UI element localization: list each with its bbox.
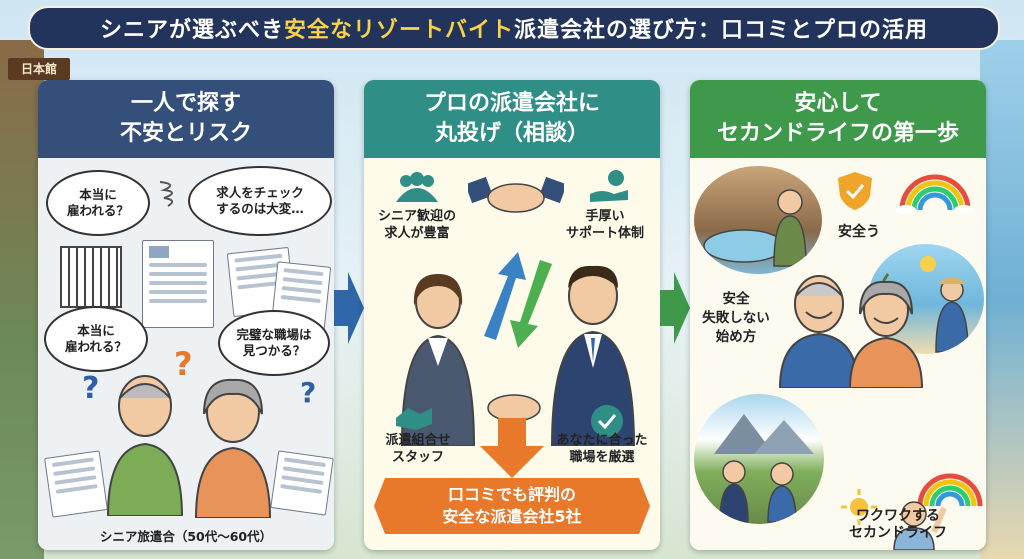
label-support-line1: 手厚い bbox=[585, 209, 625, 224]
worry-bubble-4-line1: 完璧な職場は bbox=[236, 327, 312, 342]
handshake-small-icon bbox=[396, 408, 432, 430]
arrow-right-icon bbox=[334, 272, 364, 344]
onsen-worker bbox=[703, 189, 807, 267]
senior-man-happy bbox=[778, 275, 860, 388]
building-sign: 日本館 bbox=[8, 58, 70, 80]
panel3-heading-line2: セカンドライフの第一歩 bbox=[716, 121, 959, 146]
background-right-beach bbox=[980, 40, 1024, 559]
panel1-caption: シニア旅遣合（50代〜60代） bbox=[99, 529, 273, 544]
label-start-line2: 失敗しない bbox=[702, 310, 770, 326]
title-part2: 派遣会社の選び方：口コミとプロの活用 bbox=[514, 18, 929, 43]
worry-bubble-4: 完璧な職場は 見つかる？ bbox=[218, 310, 330, 376]
label-match-line2: 職場を厳選 bbox=[569, 450, 635, 465]
panel1-heading-line1: 一人で探す bbox=[130, 91, 241, 116]
label-safe: 安全う bbox=[838, 224, 880, 240]
lodge-workers bbox=[714, 414, 814, 523]
label-exciting-line1: ワクワクする bbox=[856, 508, 940, 524]
question-mark-icon: ? bbox=[82, 371, 100, 406]
panel-second-life: 安心して セカンドライフの第一歩 安全う bbox=[690, 80, 986, 550]
cycle-arrows-icon bbox=[484, 252, 552, 348]
label-exciting-line2: セカンドライフ bbox=[849, 525, 947, 541]
panel3-body: 安全う 安全 失敗しない 始め方 bbox=[690, 158, 986, 550]
shield-check-icon bbox=[838, 172, 872, 210]
scribble-icon bbox=[159, 181, 174, 207]
rainbow-icon bbox=[917, 473, 983, 507]
panel3-heading-line1: 安心して bbox=[794, 91, 882, 116]
group-people-icon bbox=[396, 172, 438, 202]
background-left-building bbox=[0, 40, 44, 559]
label-senior-jobs: シニア歓迎の 求人が豊富 bbox=[370, 208, 464, 242]
worry-bubble-1: 本当に 雇われる？ bbox=[46, 170, 150, 236]
label-start-line3: 始め方 bbox=[715, 329, 757, 345]
senior-man-worried bbox=[106, 375, 184, 516]
maze-icon bbox=[60, 246, 122, 308]
handshake-icon bbox=[468, 176, 564, 213]
label-support: 手厚い サポート体制 bbox=[550, 208, 660, 242]
banner-line2: 安全な派遣会社5社 bbox=[442, 507, 582, 526]
panel-alone-search: 一人で探す 不安とリスク 本当に 雇われる？ 求人をチェック するのは大変… 本… bbox=[38, 80, 334, 550]
senior-woman-worried bbox=[194, 378, 272, 518]
job-listing-doc-5 bbox=[270, 450, 334, 516]
panel1-header: 一人で探す 不安とリスク bbox=[38, 80, 334, 158]
onsen-scene bbox=[694, 166, 822, 274]
panel1-body: 本当に 雇われる？ 求人をチェック するのは大変… 本当に 雇われる？ 完璧な職… bbox=[38, 158, 334, 550]
mountain-lodge-scene bbox=[694, 394, 824, 524]
arrow-down-icon bbox=[480, 418, 544, 478]
job-listing-doc-4 bbox=[44, 450, 108, 518]
senior-woman-happy bbox=[848, 280, 924, 388]
panel2-heading-line1: プロの派遣会社に bbox=[423, 91, 600, 116]
worry-bubble-1-line2: 雇われる？ bbox=[67, 203, 129, 218]
worry-bubble-4-line2: 見つかる？ bbox=[242, 343, 306, 358]
arrow-right-icon bbox=[660, 272, 690, 344]
question-mark-icon: ? bbox=[174, 345, 193, 383]
title-part1: シニアが選ぶべき bbox=[99, 18, 284, 43]
worry-bubble-2: 求人をチェック するのは大変… bbox=[188, 166, 332, 236]
question-mark-icon: ? bbox=[300, 376, 317, 409]
label-staff-line2: スタッフ bbox=[391, 450, 444, 465]
worry-bubble-3-line1: 本当に bbox=[77, 323, 115, 338]
label-support-line2: サポート体制 bbox=[565, 226, 644, 241]
panel-pro-agency: プロの派遣会社に 丸投げ（相談） シニア歓迎の 求人が豊富 手厚い サポート体制 bbox=[364, 80, 660, 550]
label-start: 安全 失敗しない 始め方 bbox=[694, 290, 778, 347]
page-title: シニアが選ぶべき安全なリゾートバイト派遣会社の選び方：口コミとプロの活用 bbox=[28, 6, 1000, 50]
job-listing-doc-1 bbox=[142, 240, 214, 328]
senior-man-waving bbox=[893, 501, 947, 550]
label-exciting: ワクワクする セカンドライフ bbox=[828, 508, 968, 542]
label-staff: 派遣組合せ スタッフ bbox=[368, 432, 468, 466]
hand-coin-icon bbox=[590, 170, 628, 202]
banner-line1: 口コミでも評判の bbox=[447, 485, 576, 504]
location-check-icon bbox=[591, 405, 623, 437]
label-start-line1: 安全 bbox=[722, 291, 750, 307]
panel1-heading-line2: 不安とリスク bbox=[119, 121, 252, 146]
label-staff-line1: 派遣組合せ bbox=[385, 433, 451, 448]
worry-bubble-2-line2: するのは大変… bbox=[216, 201, 304, 216]
rainbow-icon bbox=[896, 174, 974, 214]
title-highlight: 安全なリゾートバイト bbox=[283, 18, 514, 43]
label-match-line1: あなたに合った bbox=[556, 433, 648, 448]
label-match: あなたに合った 職場を厳選 bbox=[544, 432, 660, 466]
panel3-header: 安心して セカンドライフの第一歩 bbox=[690, 80, 986, 158]
label-senior-jobs-line2: 求人が豊富 bbox=[384, 226, 450, 241]
worry-bubble-3: 本当に 雇われる？ bbox=[44, 306, 148, 372]
panel2-heading-line2: 丸投げ（相談） bbox=[434, 121, 589, 146]
recommended-agencies-banner: 口コミでも評判の 安全な派遣会社5社 bbox=[374, 478, 650, 534]
sun-icon bbox=[841, 489, 877, 525]
label-senior-jobs-line1: シニア歓迎の bbox=[377, 209, 456, 224]
worry-bubble-1-line1: 本当に bbox=[79, 187, 117, 202]
worry-bubble-3-line2: 雇われる？ bbox=[65, 339, 127, 354]
worry-bubble-2-line1: 求人をチェック bbox=[216, 185, 304, 200]
panel2-body: シニア歓迎の 求人が豊富 手厚い サポート体制 bbox=[364, 158, 660, 550]
panel2-header: プロの派遣会社に 丸投げ（相談） bbox=[364, 80, 660, 158]
